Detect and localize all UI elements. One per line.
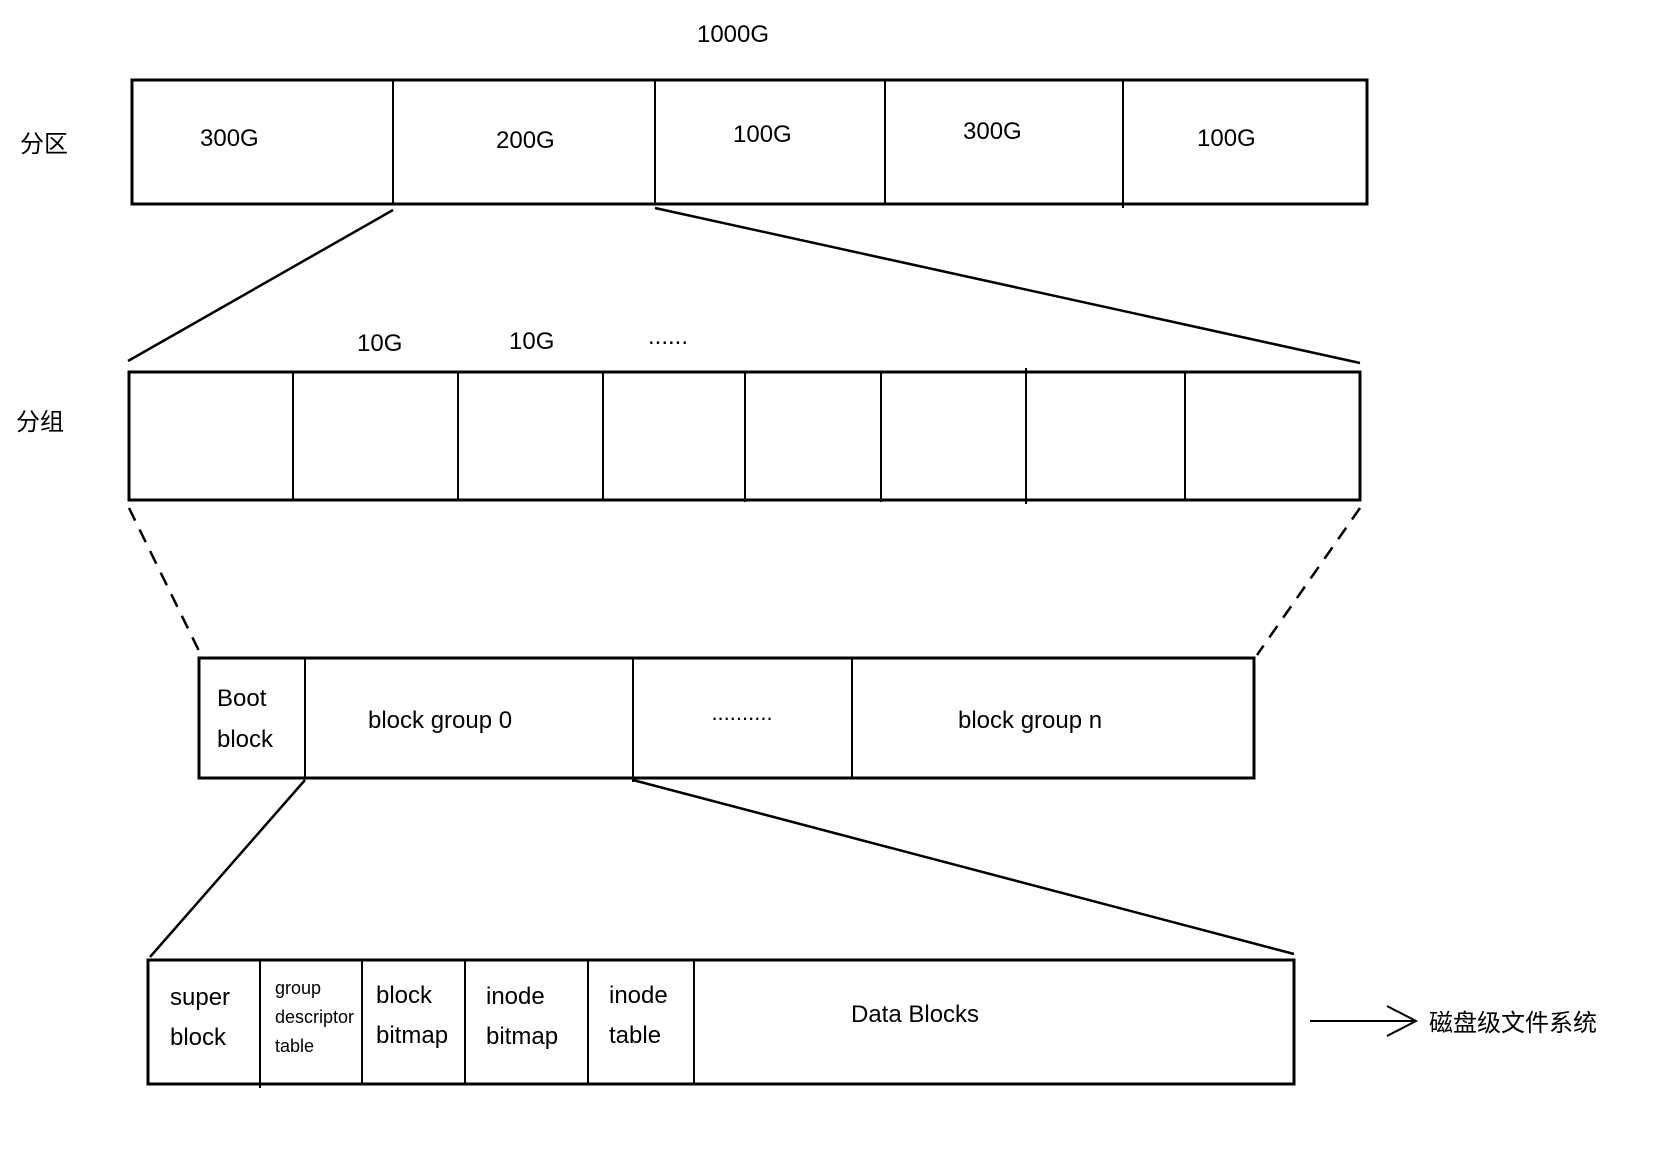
group-row: 10G 10G ...... 分组: [16, 323, 1362, 504]
partition-size-1: 300G: [200, 125, 259, 152]
gdt-line-2: descriptor: [275, 1007, 354, 1027]
zoom-line-left: [127, 208, 394, 363]
filesystem-annotation: 磁盘级文件系统: [1310, 1005, 1597, 1037]
dashed-zoom-right: [1255, 507, 1362, 656]
block-group-n-label: block group n: [958, 707, 1102, 734]
gdt-line-1: group: [275, 978, 321, 998]
group-size-1: 10G: [357, 330, 402, 357]
group-size-ellipsis: ......: [648, 323, 688, 350]
block-group-0-label: block group 0: [368, 707, 512, 734]
zoom-line-right-2: [632, 778, 1295, 956]
block-bitmap-line-1: block: [376, 982, 433, 1009]
boot-block-line-1: Boot: [217, 685, 267, 712]
block-group-ellipsis: ..........: [711, 700, 772, 725]
partition-row-label: 分区: [20, 131, 68, 158]
disk-total-label: 1000G: [697, 21, 769, 48]
zoom-line-left-2: [149, 779, 306, 958]
gdt-line-3: table: [275, 1036, 314, 1056]
inode-table-line-2: table: [609, 1022, 661, 1049]
group-row-label: 分组: [16, 409, 64, 436]
super-block-line-1: super: [170, 984, 230, 1011]
block-bitmap-line-2: bitmap: [376, 1022, 448, 1049]
partition-size-2: 200G: [496, 127, 555, 154]
block-group-layout-row: super block group descriptor table block…: [146, 958, 1296, 1088]
partition-layout-row: Boot block block group 0 .......... bloc…: [197, 656, 1256, 782]
disk-partition-row: 1000G 分区 300G 200G 100G 300G 100G: [20, 21, 1369, 208]
super-block-line-2: block: [170, 1024, 227, 1051]
group-size-2: 10G: [509, 328, 554, 355]
zoom-line-right: [654, 206, 1361, 365]
data-blocks-label: Data Blocks: [851, 1001, 979, 1028]
boot-block-line-2: block: [217, 726, 274, 753]
dashed-zoom-left: [127, 507, 203, 656]
disk-bar: [130, 78, 1369, 206]
partition-layout-bar: [197, 656, 1256, 780]
partition-size-3: 100G: [733, 121, 792, 148]
inode-bitmap-line-2: bitmap: [486, 1023, 558, 1050]
disk-filesystem-label: 磁盘级文件系统: [1429, 1010, 1597, 1037]
inode-table-line-1: inode: [609, 982, 668, 1009]
partition-size-5: 100G: [1197, 125, 1256, 152]
partition-size-4: 300G: [963, 118, 1022, 145]
block-group-bar: [146, 958, 1296, 1086]
arrow-head-icon: [1386, 1005, 1419, 1037]
inode-bitmap-line-1: inode: [486, 983, 545, 1010]
